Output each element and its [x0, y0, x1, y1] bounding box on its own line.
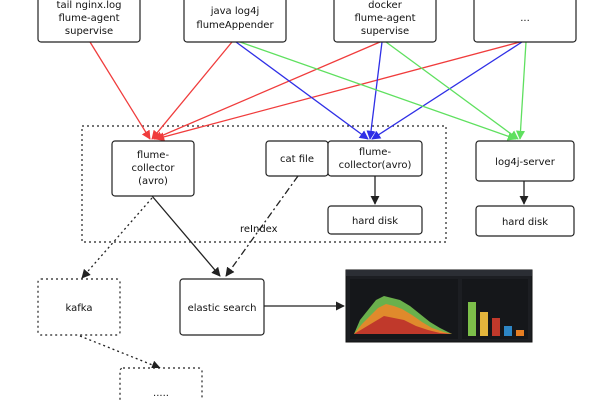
node-log4j-server: log4j-server [475, 140, 575, 182]
edge-docker-collector1 [153, 41, 381, 140]
node-java-log4j: java log4j flumeAppender [183, 0, 287, 43]
edge-dots-collector2 [371, 41, 523, 140]
docker-line-1: docker [368, 0, 403, 11]
log4j-line-1: java log4j [210, 6, 260, 17]
edges-black [79, 175, 529, 370]
collector1-line-1: flume- [137, 150, 170, 161]
node-hard-disk-2: hard disk [475, 205, 575, 237]
more-consumers-text: ..... [153, 388, 169, 399]
harddisk2-text: hard disk [502, 217, 548, 228]
more-sources-text: ... [520, 13, 530, 24]
edge-dots-log4jserver [515, 41, 527, 140]
node-nginx-agent: tail nginx.log flume-agent supervise [37, 0, 141, 43]
bar-4 [504, 326, 512, 336]
docker-line-2: flume-agent [354, 13, 415, 24]
node-more-sources: ... [473, 0, 577, 43]
collector1-line-3: (avro) [138, 176, 168, 187]
node-elastic-search: elastic search [179, 278, 265, 336]
docker-line-3: supervise [361, 26, 409, 37]
collector-group-frame [81, 125, 447, 243]
harddisk1-text: hard disk [352, 216, 398, 227]
node-flume-collector-2: flume- collector(avro) [327, 140, 423, 177]
edge-collector1-kafka [81, 197, 153, 279]
reindex-label: reIndex [240, 224, 278, 235]
bar-1 [468, 302, 476, 336]
edge-dots-collector1 [155, 41, 521, 142]
log4j-line-2: flumeAppender [196, 20, 274, 31]
nginx-line-2: flume-agent [58, 13, 119, 24]
bar-5 [516, 330, 524, 336]
edges-red [89, 41, 521, 142]
node-kafka: kafka [37, 278, 121, 336]
edge-log4j-collector2 [235, 41, 369, 140]
elastic-text: elastic search [188, 303, 257, 314]
log4jserver-text: log4j-server [495, 157, 556, 168]
edge-nginx-collector1 [89, 41, 151, 140]
node-flume-collector-1: flume- collector (avro) [111, 140, 195, 197]
dashboard-thumbnail [345, 269, 533, 343]
bar-2 [480, 312, 488, 336]
edge-catfile-elastic-reindex [225, 175, 299, 277]
collector2-line-1: flume- [359, 147, 392, 158]
edges-blue [235, 41, 523, 140]
edge-docker-collector2 [366, 41, 383, 140]
area-layer-red [354, 316, 452, 334]
nginx-line-1: tail nginx.log [57, 0, 122, 11]
collector2-line-2: collector(avro) [339, 160, 412, 171]
edge-kafka-dots [79, 335, 161, 370]
edge-docker-log4jserver [385, 41, 519, 140]
node-more-consumers: ..... [119, 367, 203, 400]
collector1-line-2: collector [132, 163, 176, 174]
node-cat-file: cat file [265, 140, 329, 177]
node-docker-agent: docker flume-agent supervise [333, 0, 437, 43]
edge-log4j-log4jserver [239, 41, 517, 141]
nginx-line-3: supervise [65, 26, 113, 37]
kafka-text: kafka [65, 303, 92, 314]
edges-green [239, 41, 527, 141]
catfile-text: cat file [280, 154, 314, 165]
edge-collector1-elastic [151, 195, 221, 277]
edge-log4j-collector1 [151, 41, 233, 140]
node-hard-disk-1: hard disk [327, 205, 423, 235]
bar-3 [492, 318, 500, 336]
